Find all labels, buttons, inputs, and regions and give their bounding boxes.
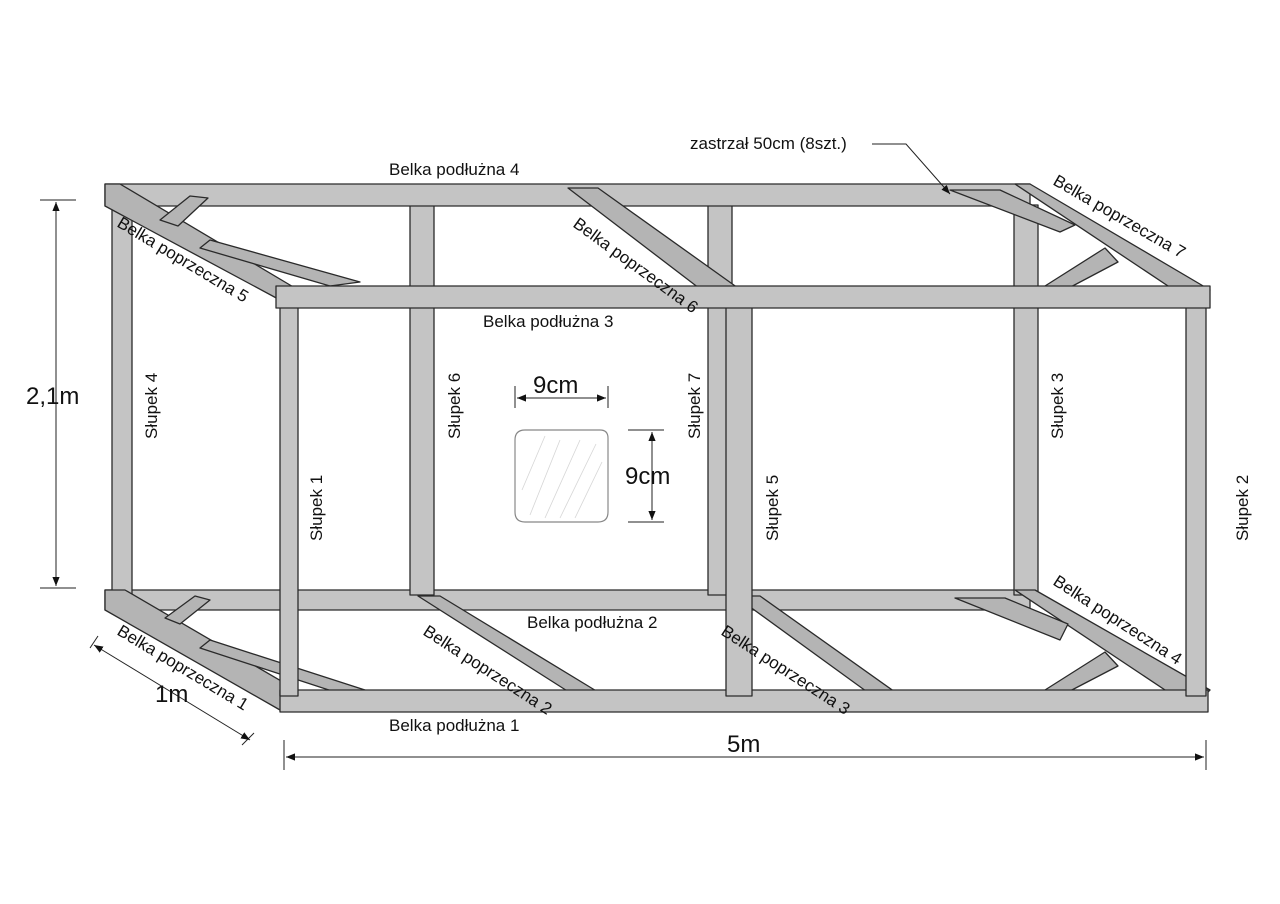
label-belka-podluzna-4: Belka podłużna 4 bbox=[389, 160, 519, 179]
dim-height-label: 2,1m bbox=[26, 383, 79, 410]
beam-longitudinal-3 bbox=[275, 285, 1211, 309]
label-belka-podluzna-3: Belka podłużna 3 bbox=[483, 312, 613, 331]
label-slupek-1: Słupek 1 bbox=[307, 475, 326, 541]
beam-longitudinal-1 bbox=[279, 689, 1209, 713]
beam-cross-4 bbox=[1014, 589, 1211, 709]
dim-section-height-label: 9cm bbox=[625, 463, 670, 490]
label-zastrzal: zastrzał 50cm (8szt.) bbox=[690, 134, 847, 153]
section-detail bbox=[514, 386, 664, 523]
brace-top-left bbox=[159, 195, 209, 227]
label-slupek-4: Słupek 4 bbox=[142, 373, 161, 439]
post-1 bbox=[279, 305, 299, 697]
label-slupek-6: Słupek 6 bbox=[445, 373, 464, 439]
post-2 bbox=[1185, 305, 1207, 697]
dim-depth-label: 1m bbox=[155, 681, 188, 708]
overall-dimensions bbox=[40, 143, 1207, 770]
brace-bottom-right bbox=[954, 597, 1069, 641]
brace-bottom-right-2 bbox=[1044, 651, 1119, 693]
cross-beams bbox=[104, 183, 1211, 711]
label-belka-podluzna-1: Belka podłużna 1 bbox=[389, 716, 519, 735]
brace-bottom-left bbox=[164, 595, 211, 625]
post-3 bbox=[1013, 204, 1039, 596]
beam-longitudinal-4 bbox=[104, 183, 1031, 207]
front-frame bbox=[275, 285, 1211, 713]
label-slupek-2: Słupek 2 bbox=[1233, 475, 1252, 541]
label-slupek-7: Słupek 7 bbox=[685, 373, 704, 439]
label-slupek-5: Słupek 5 bbox=[763, 475, 782, 541]
post-5 bbox=[725, 305, 753, 697]
brace-top-right-2 bbox=[1044, 247, 1119, 291]
post-6 bbox=[409, 204, 435, 596]
post-4 bbox=[111, 204, 133, 596]
label-belka-podluzna-2: Belka podłużna 2 bbox=[527, 613, 657, 632]
brace-top-right bbox=[949, 189, 1076, 233]
beam-cross-section bbox=[514, 429, 609, 523]
dim-length-label: 5m bbox=[727, 731, 760, 758]
beam-longitudinal-2 bbox=[104, 589, 1031, 611]
label-slupek-3: Słupek 3 bbox=[1048, 373, 1067, 439]
dim-section-width-label: 9cm bbox=[533, 372, 578, 399]
